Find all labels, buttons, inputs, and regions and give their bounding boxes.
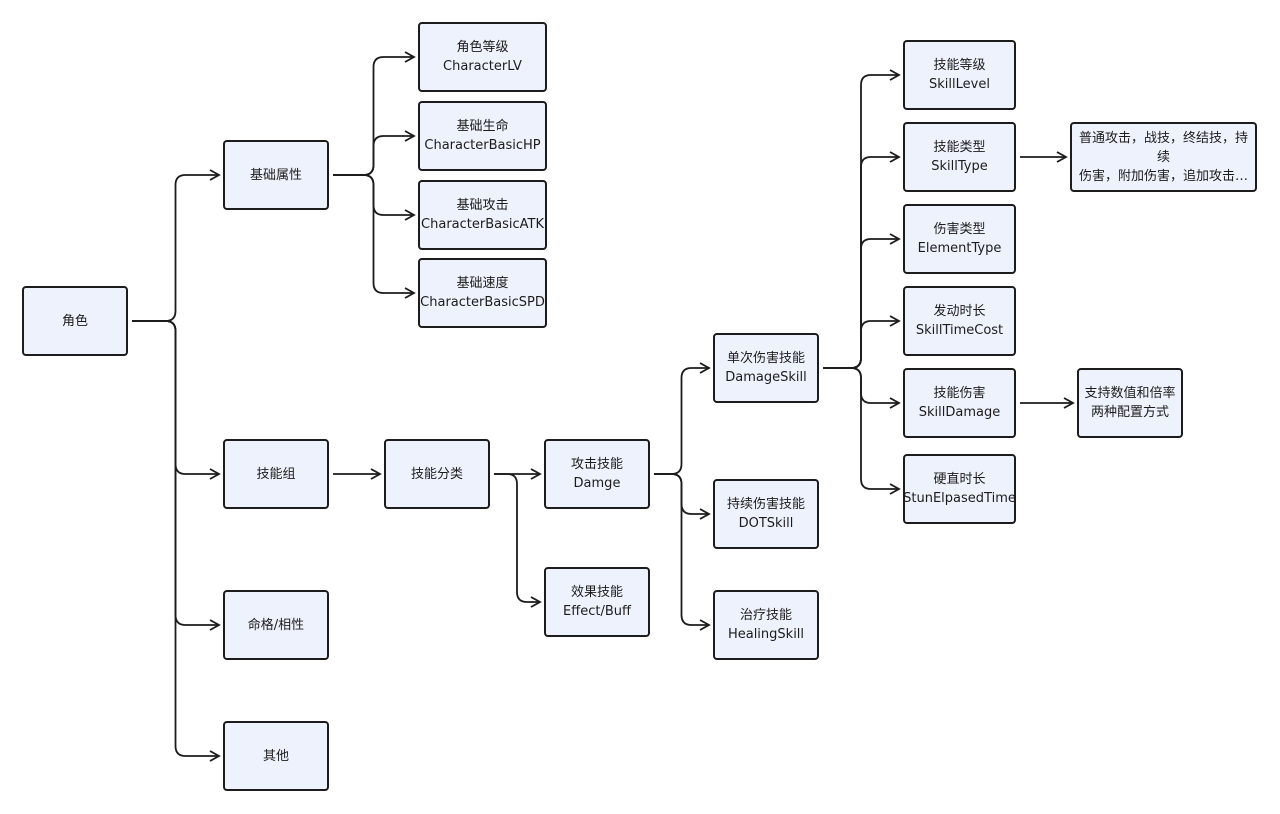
node-skill-type[interactable]: 技能类型 SkillType bbox=[903, 122, 1016, 192]
node-skill-damage-config-line-1: 支持数值和倍率 bbox=[1084, 386, 1176, 401]
node-other[interactable]: 其他 bbox=[223, 721, 329, 791]
edge-attack-skill-to-healing-skill bbox=[654, 473, 711, 631]
node-effect-skill[interactable]: 效果技能 Effect/Buff bbox=[544, 567, 650, 637]
node-char-lv-line-2: CharacterLV bbox=[443, 59, 522, 74]
node-skill-level-line-2: SkillLevel bbox=[929, 77, 990, 92]
node-skill-damage[interactable]: 技能伤害 SkillDamage bbox=[903, 368, 1016, 438]
node-skill-group[interactable]: 技能组 bbox=[223, 439, 329, 509]
node-skill-damage-config-line-2: 两种配置方式 bbox=[1090, 405, 1169, 420]
node-role-line-1: 角色 bbox=[61, 313, 88, 329]
node-char-hp-line-1: 基础生命 bbox=[456, 119, 509, 134]
node-element-type[interactable]: 伤害类型 ElementType bbox=[903, 204, 1016, 274]
node-dot-skill-line-2: DOTSkill bbox=[738, 516, 794, 531]
edge-damage-skill-to-skill-time-cost bbox=[823, 315, 901, 369]
node-skill-type-line-1: 技能类型 bbox=[933, 140, 986, 155]
node-stun-time-line-2: StunElpasedTime bbox=[903, 491, 1016, 506]
node-effect-skill-line-1: 效果技能 bbox=[570, 585, 623, 600]
node-skill-type-values-line-2: 伤害，附加伤害，追加攻击… bbox=[1078, 168, 1248, 184]
node-skill-category[interactable]: 技能分类 bbox=[384, 439, 490, 509]
node-skill-time-cost-line-1: 发动时长 bbox=[933, 304, 986, 319]
node-attack-skill-line-1: 攻击技能 bbox=[570, 457, 623, 472]
node-char-hp-line-2: CharacterBasicHP bbox=[424, 138, 541, 153]
edge-role-to-other bbox=[132, 320, 221, 762]
node-dot-skill-line-1: 持续伤害技能 bbox=[726, 497, 805, 512]
edge-role-to-basic-attr bbox=[132, 169, 221, 322]
node-damage-skill[interactable]: 单次伤害技能 DamageSkill bbox=[713, 333, 819, 403]
edge-damage-skill-to-stun-time bbox=[823, 367, 901, 495]
node-attack-skill[interactable]: 攻击技能 Damge bbox=[544, 439, 650, 509]
edge-skill-category-to-effect-skill bbox=[494, 473, 542, 608]
node-char-spd[interactable]: 基础速度 CharacterBasicSPD bbox=[418, 258, 547, 328]
node-damage-skill-line-2: DamageSkill bbox=[725, 370, 807, 385]
node-skill-level-line-1: 技能等级 bbox=[933, 58, 986, 73]
node-char-atk[interactable]: 基础攻击 CharacterBasicATK bbox=[418, 180, 547, 250]
node-stun-time-line-1: 硬直时长 bbox=[933, 472, 986, 487]
node-skill-damage-line-1: 技能伤害 bbox=[933, 386, 986, 401]
node-attack-skill-line-2: Damge bbox=[573, 476, 621, 491]
node-char-lv[interactable]: 角色等级 CharacterLV bbox=[418, 22, 547, 92]
node-skill-damage-config[interactable]: 支持数值和倍率 两种配置方式 bbox=[1077, 368, 1183, 438]
node-skill-category-line-1: 技能分类 bbox=[410, 466, 463, 482]
node-fate-affinity[interactable]: 命格/相性 bbox=[223, 590, 329, 660]
node-healing-skill-line-1: 治疗技能 bbox=[739, 608, 792, 623]
node-char-atk-line-1: 基础攻击 bbox=[456, 198, 509, 213]
edge-basic-attr-to-char-spd bbox=[333, 174, 416, 299]
node-basic-attr[interactable]: 基础属性 bbox=[223, 140, 329, 210]
node-other-line-1: 其他 bbox=[262, 748, 289, 764]
node-char-hp[interactable]: 基础生命 CharacterBasicHP bbox=[418, 101, 547, 171]
node-stun-time[interactable]: 硬直时长 StunElpasedTime bbox=[903, 454, 1016, 524]
node-skill-type-values-line-1: 普通攻击，战技，终结技，持续 bbox=[1078, 130, 1248, 165]
node-skill-damage-line-2: SkillDamage bbox=[918, 405, 1001, 420]
node-skill-type-line-2: SkillType bbox=[931, 159, 988, 174]
node-basic-attr-line-1: 基础属性 bbox=[249, 167, 302, 183]
node-effect-skill-line-2: Effect/Buff bbox=[563, 604, 631, 619]
node-fate-affinity-line-1: 命格/相性 bbox=[247, 617, 305, 633]
node-char-lv-line-1: 角色等级 bbox=[456, 40, 509, 55]
node-role[interactable]: 角色 bbox=[22, 286, 128, 356]
node-skill-time-cost-line-2: SkillTimeCost bbox=[915, 323, 1004, 338]
node-damage-skill-line-1: 单次伤害技能 bbox=[726, 351, 805, 366]
node-healing-skill[interactable]: 治疗技能 HealingSkill bbox=[713, 590, 819, 660]
node-skill-type-values[interactable]: 普通攻击，战技，终结技，持续 伤害，附加伤害，追加攻击… bbox=[1070, 122, 1257, 192]
edge-attack-skill-to-damage-skill bbox=[654, 362, 711, 475]
node-char-spd-line-2: CharacterBasicSPD bbox=[420, 295, 545, 310]
node-element-type-line-1: 伤害类型 bbox=[933, 222, 986, 237]
node-char-atk-line-2: CharacterBasicATK bbox=[421, 217, 544, 232]
node-healing-skill-line-2: HealingSkill bbox=[727, 627, 805, 642]
edge-basic-attr-to-char-hp bbox=[333, 130, 416, 176]
node-char-spd-line-1: 基础速度 bbox=[456, 276, 509, 291]
node-skill-level[interactable]: 技能等级 SkillLevel bbox=[903, 40, 1016, 110]
node-skill-time-cost[interactable]: 发动时长 SkillTimeCost bbox=[903, 286, 1016, 356]
node-element-type-line-2: ElementType bbox=[917, 241, 1002, 256]
node-dot-skill[interactable]: 持续伤害技能 DOTSkill bbox=[713, 479, 819, 549]
node-skill-group-line-1: 技能组 bbox=[256, 466, 296, 482]
